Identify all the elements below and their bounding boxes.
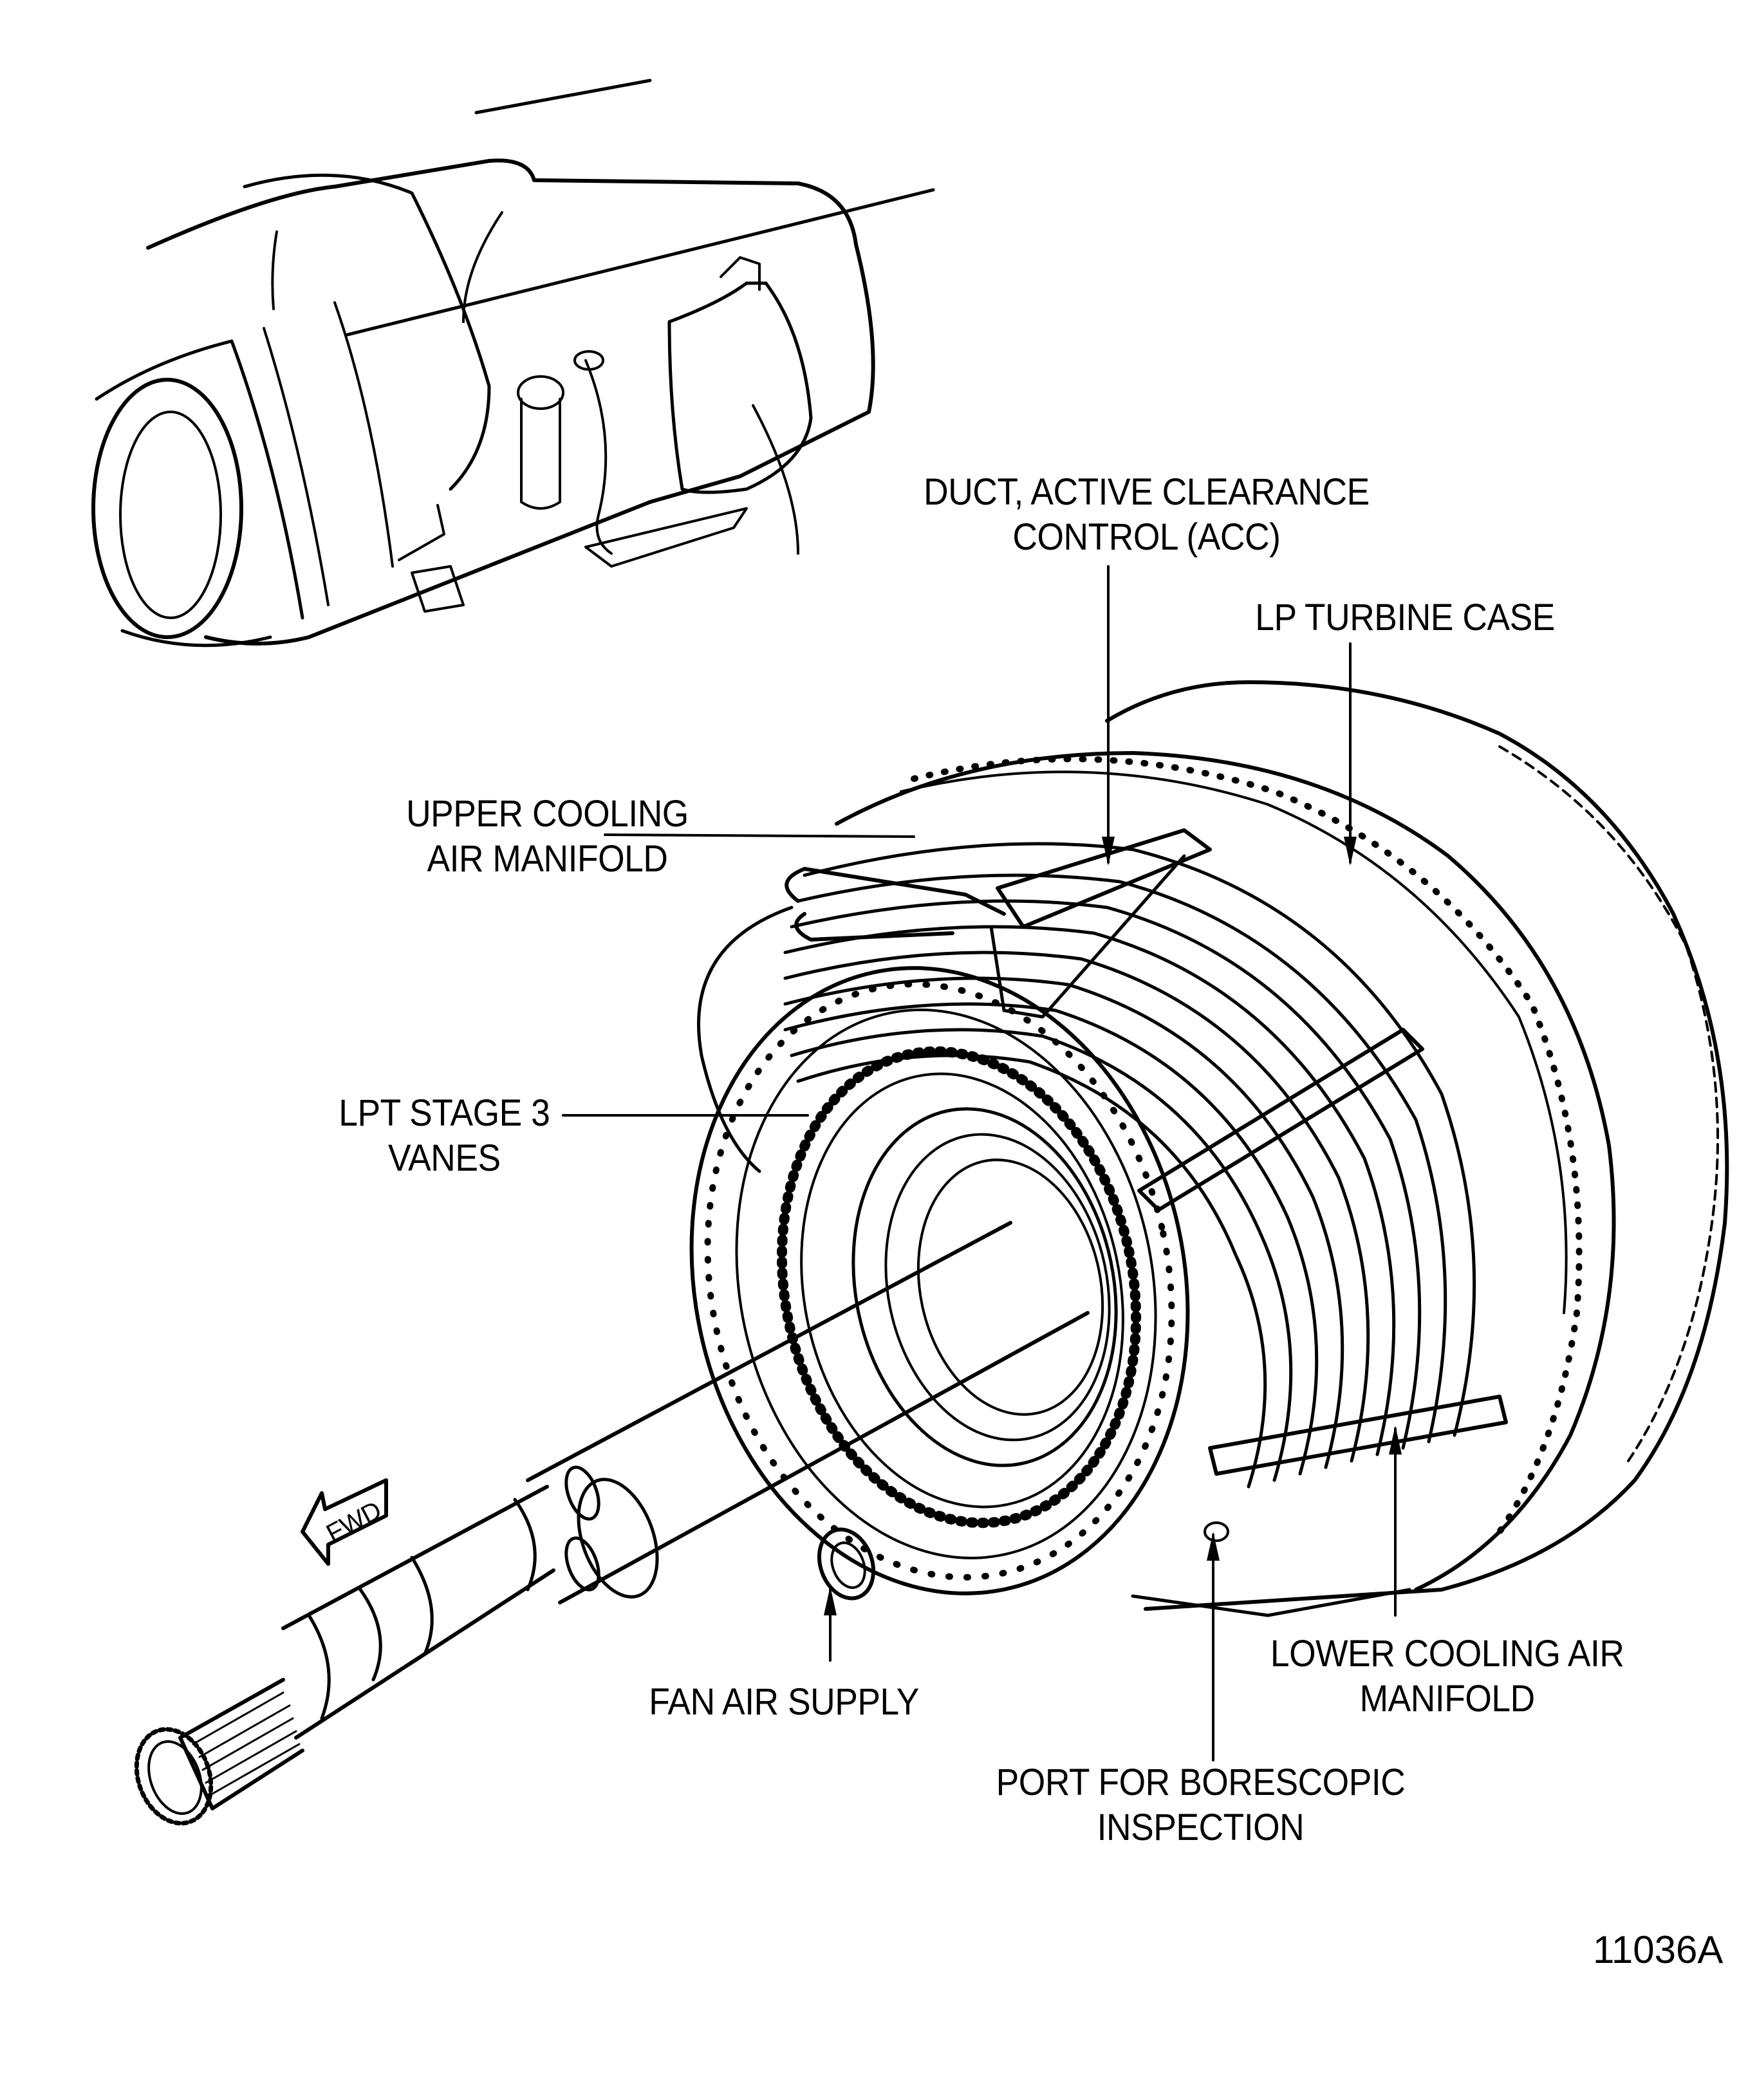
callout-acc-duct-line2: CONTROL (ACC) xyxy=(1012,516,1281,558)
callout-lower-manifold-line1: LOWER COOLING AIR xyxy=(1270,1633,1624,1675)
callout-lpt-vanes-line2: VANES xyxy=(387,1137,501,1179)
engine-nacelle-inset xyxy=(91,79,935,647)
callout-lpt-stage3-vanes: LPT STAGE 3 VANES xyxy=(339,1091,550,1181)
callout-borescope-port-line1: PORT FOR BORESCOPIC xyxy=(996,1761,1406,1803)
callout-upper-manifold-line1: UPPER COOLING xyxy=(406,793,689,835)
callout-acc-duct-line1: DUCT, ACTIVE CLEARANCE xyxy=(924,471,1370,513)
inset-mixer-dotted xyxy=(667,256,813,494)
callout-lp-turbine-case-line1: LP TURBINE CASE xyxy=(1255,597,1555,638)
callout-borescope-port: PORT FOR BORESCOPIC INSPECTION xyxy=(996,1760,1406,1850)
callout-acc-duct: DUCT, ACTIVE CLEARANCE CONTROL (ACC) xyxy=(924,470,1370,560)
lp-turbine-module xyxy=(689,680,1729,1617)
callout-lpt-vanes-line1: LPT STAGE 3 xyxy=(339,1092,550,1134)
lp-shaft xyxy=(134,1221,1090,1826)
callout-borescope-port-line2: INSPECTION xyxy=(1097,1807,1305,1848)
callout-fan-air-supply: FAN AIR SUPPLY xyxy=(649,1680,919,1725)
case-ribs xyxy=(783,842,1476,1489)
figure-id: 11036A xyxy=(1593,1928,1724,1971)
callout-lp-turbine-case: LP TURBINE CASE xyxy=(1255,595,1555,640)
callout-upper-manifold-line2: AIR MANIFOLD xyxy=(427,838,668,880)
leader-lines xyxy=(562,565,1402,1761)
callout-fan-air-supply-line1: FAN AIR SUPPLY xyxy=(649,1681,919,1723)
fwd-direction-arrow xyxy=(301,1478,388,1566)
callout-lower-manifold-line2: MANIFOLD xyxy=(1359,1678,1535,1720)
callout-upper-cooling-air-manifold: UPPER COOLING AIR MANIFOLD xyxy=(406,792,689,882)
callout-lower-cooling-air-manifold: LOWER COOLING AIR MANIFOLD xyxy=(1270,1631,1624,1722)
